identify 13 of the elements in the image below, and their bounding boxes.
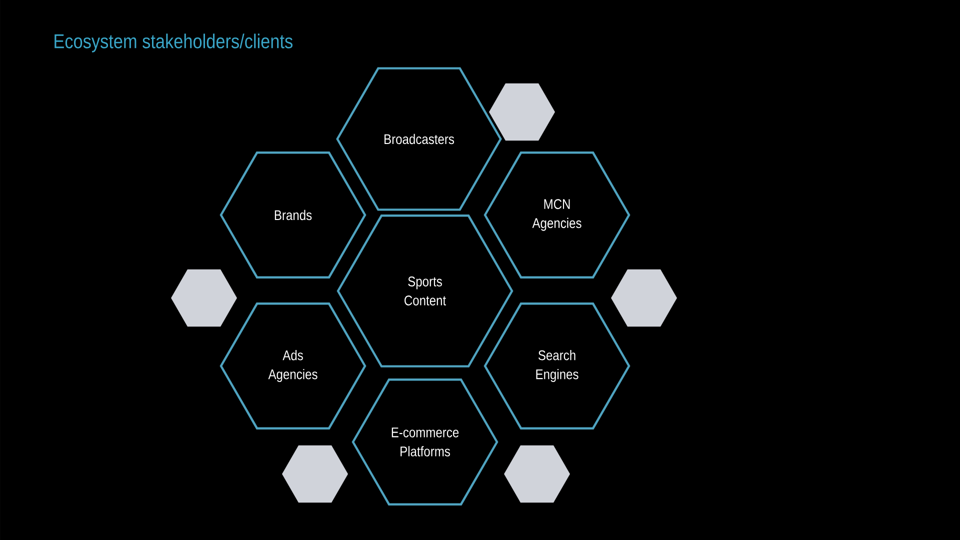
hexagon: Ads Agencies [220, 302, 366, 430]
title: Ecosystem stakeholders/clients [54, 34, 292, 52]
hexagon [282, 445, 348, 503]
hexagon: Sports Content [336, 214, 514, 368]
hexagon: Brands [220, 152, 366, 278]
hexagon: E-commerce Platforms [352, 378, 498, 506]
hexagon [611, 269, 677, 327]
hexagon: MCN Agencies [484, 152, 630, 278]
hexagon [489, 83, 555, 141]
hexagon: Broadcasters [336, 67, 502, 211]
hexagon: Search Engines [484, 302, 630, 430]
hexagon [171, 269, 237, 327]
hexagon [504, 445, 570, 503]
